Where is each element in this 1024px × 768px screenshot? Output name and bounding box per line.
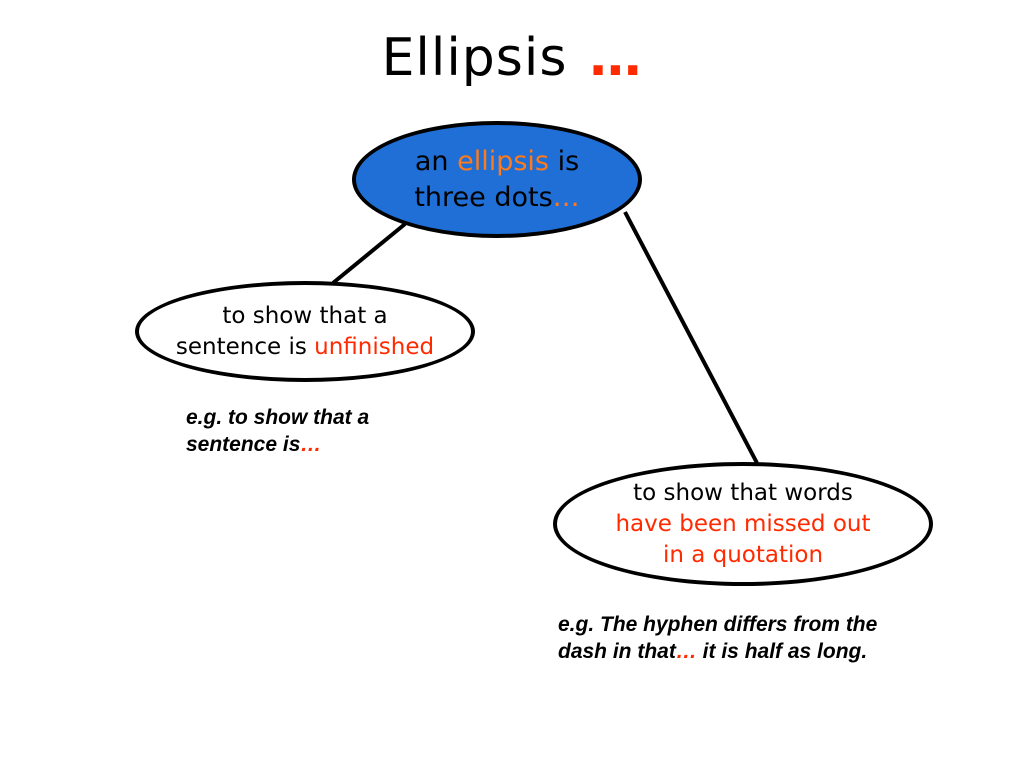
left-node-line2: sentence is xyxy=(175,333,315,360)
right-node-line1: to show that words xyxy=(633,479,853,506)
center-node-line2: three dots xyxy=(414,181,553,213)
title-ellipsis: … xyxy=(589,28,643,88)
left-example-line1: e.g. to show that a xyxy=(186,406,370,429)
left-node-line1: to show that a xyxy=(222,302,388,329)
right-example: e.g. The hyphen differs from the dash in… xyxy=(558,611,998,665)
left-node-text: to show that a sentence is unfinished xyxy=(176,301,434,363)
center-node-post: is xyxy=(548,145,580,177)
left-example-dots: … xyxy=(300,433,322,456)
connector-center-to-left xyxy=(331,222,407,285)
right-node-line2: have been missed out xyxy=(615,510,871,537)
center-node-dots: … xyxy=(552,181,580,213)
right-node: to show that words have been missed out … xyxy=(553,462,933,586)
right-example-line2-post: it is half as long. xyxy=(696,640,868,663)
left-example: e.g. to show that a sentence is… xyxy=(186,404,506,458)
right-node-text: to show that words have been missed out … xyxy=(615,478,870,571)
left-node: to show that a sentence is unfinished xyxy=(135,281,475,382)
right-example-line1: e.g. The hyphen differs from the xyxy=(558,613,878,636)
left-example-line2: sentence is xyxy=(186,433,301,456)
connector-center-to-right xyxy=(623,211,759,464)
center-node-text: an ellipsis is three dots… xyxy=(414,144,579,216)
center-node-pre: an xyxy=(414,145,458,177)
right-example-dots: … xyxy=(675,640,697,663)
right-node-line3: in a quotation xyxy=(662,541,824,568)
center-node: an ellipsis is three dots… xyxy=(352,121,642,238)
right-example-line2-pre: dash in that xyxy=(558,640,676,663)
center-node-highlight: ellipsis xyxy=(457,145,549,177)
title-text: Ellipsis xyxy=(381,28,568,88)
left-node-highlight: unfinished xyxy=(314,333,435,360)
slide-title: Ellipsis … xyxy=(0,28,1024,88)
